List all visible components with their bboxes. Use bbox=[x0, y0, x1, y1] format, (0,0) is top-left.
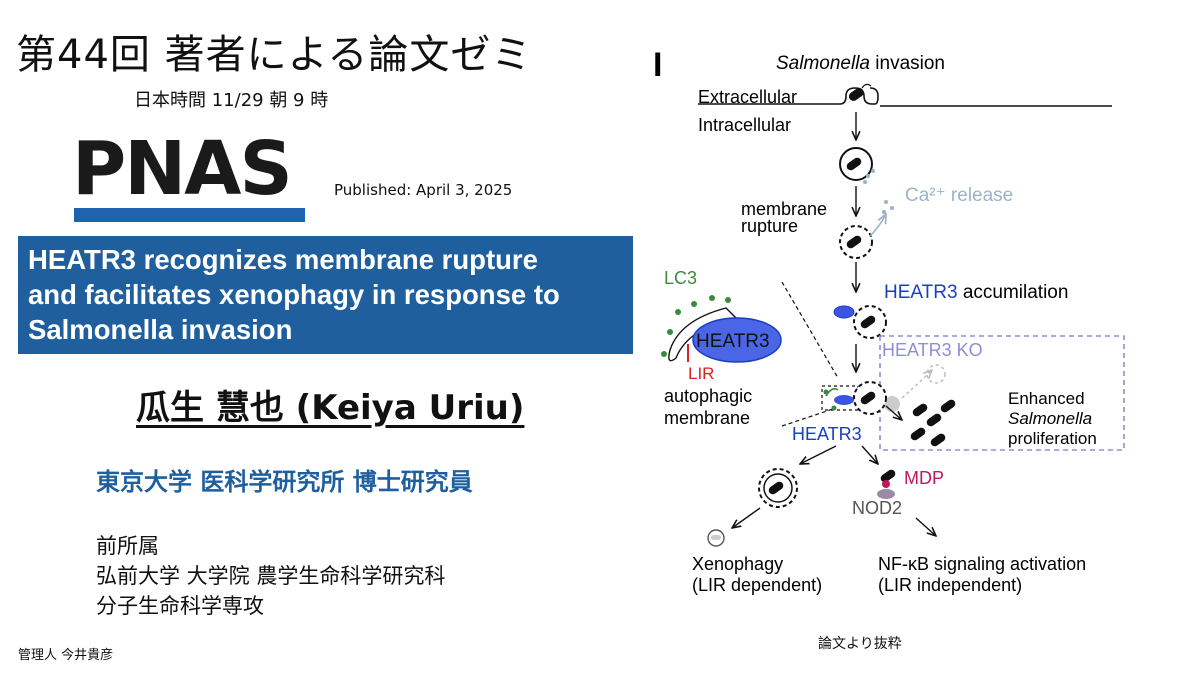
excerpt-note: 論文より抜粋 bbox=[818, 636, 902, 652]
membrane-rupture-label: membrane bbox=[741, 199, 827, 219]
zoom-guide-line bbox=[781, 407, 837, 427]
xenophagy-label: (LIR dependent) bbox=[692, 575, 822, 595]
paper-title-box: HEATR3 recognizes membrane rupture and f… bbox=[18, 236, 633, 354]
autophagic-membrane-label: autophagic bbox=[664, 386, 752, 406]
nod2-label: NOD2 bbox=[852, 498, 902, 518]
membrane-rupture-label: rupture bbox=[741, 216, 798, 236]
slide-title: 第44回 著者による論文ゼミ bbox=[16, 32, 533, 78]
mdp-nod2-icon bbox=[877, 469, 896, 499]
enhanced-proliferation-label: proliferation bbox=[1008, 429, 1097, 448]
pnas-logo-text: PNAS bbox=[72, 126, 293, 212]
published-date: Published: April 3, 2025 bbox=[334, 181, 513, 199]
previous-affiliation-label: 前所属 bbox=[96, 534, 159, 558]
paper-title-line: HEATR3 recognizes membrane rupture bbox=[28, 244, 538, 275]
lir-label: LIR bbox=[688, 364, 714, 383]
ca-release-label: Ca²⁺ release bbox=[905, 185, 1013, 206]
heatr3-bubble-icon bbox=[692, 317, 782, 363]
nfkb-label: (LIR independent) bbox=[878, 575, 1022, 595]
nfkb-label: NF-κB signaling activation bbox=[878, 554, 1086, 574]
heatr3-bubble-label: HEATR3 bbox=[696, 331, 770, 352]
heatr3-protein-icon bbox=[833, 305, 855, 319]
zoom-guide-line bbox=[781, 281, 839, 379]
heatr3-accumulation-label: HEATR3 accumilation bbox=[884, 282, 1068, 303]
pnas-logo: PNAS bbox=[72, 132, 306, 224]
previous-affiliation-line: 弘前大学 大学院 農学生命科学研究科 bbox=[96, 564, 446, 588]
admin-credit: 管理人 今井貴彦 bbox=[18, 648, 114, 663]
lc3-label: LC3 bbox=[664, 268, 697, 288]
degraded-bacterium-icon bbox=[707, 529, 725, 547]
pnas-logo-bar bbox=[74, 208, 305, 222]
heatr3-bottom-label: HEATR3 bbox=[792, 424, 862, 444]
proliferating-bacteria-icon bbox=[884, 364, 956, 447]
extracellular-label: Extracellular bbox=[698, 87, 797, 107]
mechanism-diagram: I Salmonella invasion Extracellular Intr… bbox=[653, 46, 1125, 595]
enhanced-proliferation-label: Enhanced bbox=[1008, 389, 1085, 408]
mdp-label: MDP bbox=[904, 468, 944, 488]
presenter-affiliation: 東京大学 医科学研究所 博士研究員 bbox=[96, 468, 473, 496]
paper-title-line: Salmonella invasion bbox=[28, 314, 293, 345]
intracellular-label: Intracellular bbox=[698, 115, 791, 135]
paper-title-line: and facilitates xenophagy in response to bbox=[28, 279, 560, 310]
plasma-membrane bbox=[698, 87, 1112, 107]
paper-title: HEATR3 recognizes membrane rupture and f… bbox=[28, 242, 623, 347]
captured-vacuole-icon bbox=[821, 381, 887, 415]
invasion-label: Salmonella invasion bbox=[776, 53, 945, 74]
salmonella-vacuole-icon bbox=[839, 147, 875, 184]
heatr3-bound-vacuole-icon bbox=[853, 305, 887, 339]
invading-bacterium-icon bbox=[848, 83, 872, 101]
session-datetime: 日本時間 11/29 朝 9 時 bbox=[134, 90, 329, 111]
previous-affiliation-line: 分子生命科学専攻 bbox=[96, 594, 264, 618]
panel-label: I bbox=[653, 46, 662, 84]
autophagic-membrane-label: membrane bbox=[664, 408, 750, 428]
presenter-name: 瓜生 慧也 (Keiya Uriu) bbox=[136, 388, 525, 428]
ruptured-vacuole-icon bbox=[839, 200, 894, 259]
xenophagy-label: Xenophagy bbox=[692, 554, 783, 574]
enhanced-proliferation-label: Salmonella bbox=[1008, 409, 1092, 428]
autophagosome-icon bbox=[758, 468, 798, 508]
heatr3-ko-label: HEATR3 KO bbox=[882, 340, 983, 360]
